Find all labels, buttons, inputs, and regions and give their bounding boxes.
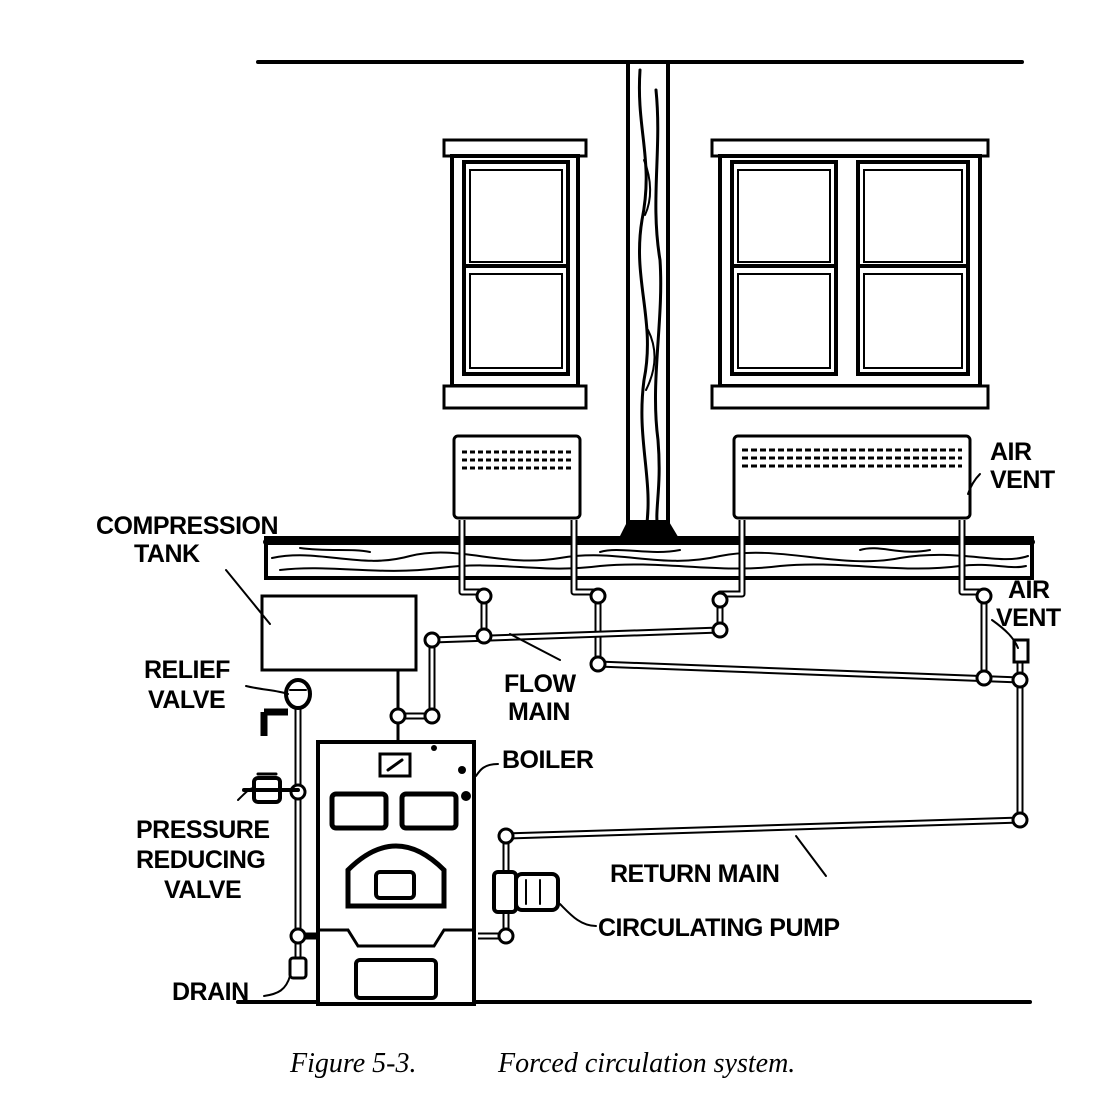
relief-valve bbox=[284, 678, 312, 710]
left-window bbox=[442, 138, 588, 410]
right-radiator bbox=[732, 434, 972, 520]
wooden-post bbox=[618, 60, 680, 542]
label-boiler: BOILER bbox=[502, 746, 594, 774]
label-drain: DRAIN bbox=[172, 978, 249, 1006]
label-pressure-reducing-line3: VALVE bbox=[164, 876, 241, 904]
right-window bbox=[710, 138, 990, 410]
figure-number: Figure 5-3. bbox=[289, 1048, 417, 1079]
label-return-main: RETURN MAIN bbox=[610, 860, 780, 888]
label-compression-tank-line1: COMPRESSION bbox=[96, 512, 278, 540]
drain-valve bbox=[288, 956, 308, 980]
label-air-vent-top-line1: AIR bbox=[990, 438, 1032, 466]
compression-tank bbox=[260, 594, 418, 672]
leader-lines bbox=[225, 473, 1019, 997]
label-air-vent-right-line2: VENT bbox=[996, 604, 1061, 632]
label-flow-main-line1: FLOW bbox=[504, 670, 576, 698]
boiler bbox=[316, 740, 476, 1006]
pressure-reducing-valve bbox=[242, 772, 300, 804]
label-circulating-pump: CIRCULATING PUMP bbox=[598, 914, 840, 942]
label-relief-valve-line2: VALVE bbox=[148, 686, 225, 714]
label-flow-main-line2: MAIN bbox=[508, 698, 570, 726]
label-air-vent-top-line2: VENT bbox=[990, 466, 1055, 494]
label-pressure-reducing-line1: PRESSURE bbox=[136, 816, 270, 844]
figure-title: Forced circulation system. bbox=[497, 1048, 795, 1079]
label-compression-tank-line2: TANK bbox=[134, 540, 200, 568]
floor-beam bbox=[263, 536, 1035, 580]
label-air-vent-right-line1: AIR bbox=[1008, 576, 1050, 604]
circulating-pump bbox=[492, 870, 560, 914]
label-relief-valve-line1: RELIEF bbox=[144, 656, 230, 684]
left-radiator bbox=[452, 434, 582, 520]
label-pressure-reducing-line2: REDUCING bbox=[136, 846, 265, 874]
